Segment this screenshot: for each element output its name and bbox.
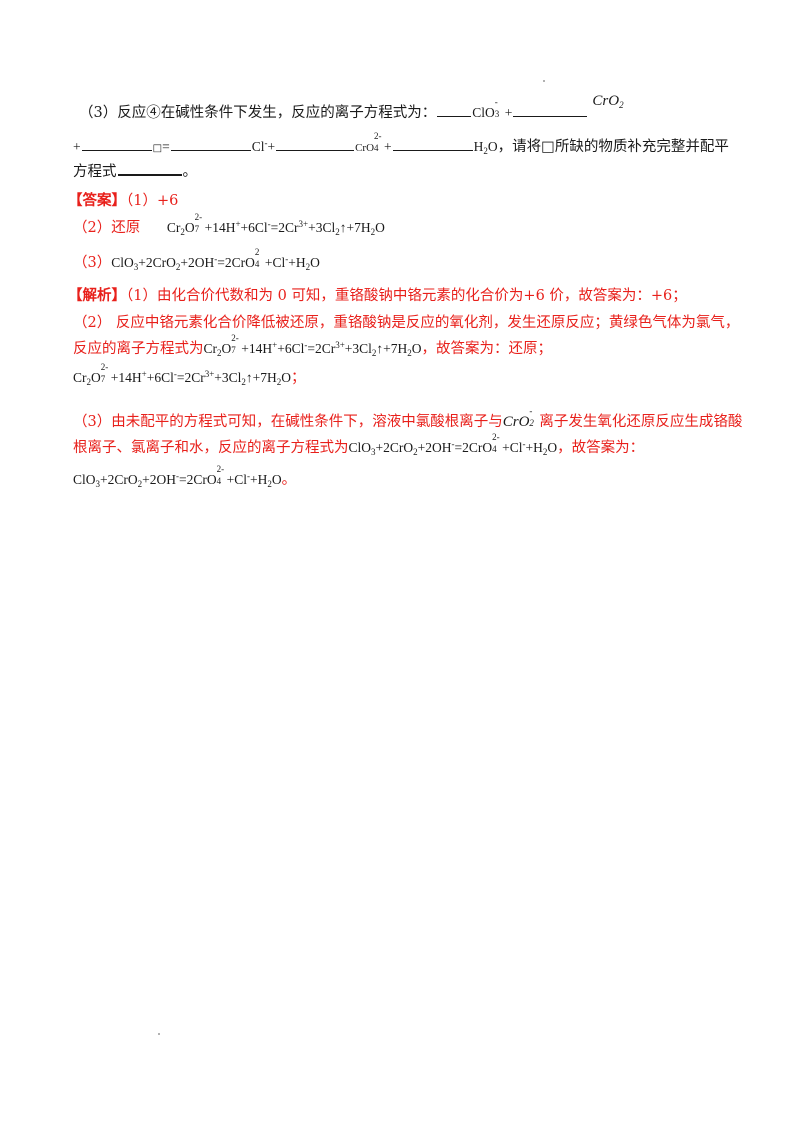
analysis-label: 【解析】 bbox=[68, 287, 126, 304]
cro2-formula: CrO-2 bbox=[502, 406, 534, 431]
blank-4[interactable] bbox=[170, 137, 251, 151]
answer-line-1: 【答案】（1）+6 bbox=[68, 192, 179, 209]
blank-3[interactable] bbox=[81, 137, 152, 151]
question-3-line-1: （3）反应④在碱性条件下发生，反应的离子方程式为：ClO-3+CrO2 bbox=[79, 93, 624, 121]
blank-5[interactable] bbox=[276, 137, 355, 151]
analysis-line-2: （2） 反应中铬元素化合价降低被还原，重铬酸钠是反应的氧化剂，发生还原反应；黄绿… bbox=[73, 315, 740, 331]
analysis-line-1: 【解析】（1）由化合价代数和为 0 可知，重铬酸钠中铬元素的化合价为+6 价，故… bbox=[68, 287, 687, 304]
speck-top bbox=[543, 80, 545, 82]
blank-6[interactable] bbox=[392, 137, 473, 151]
speck-bottom bbox=[158, 1033, 160, 1035]
answer-label: 【答案】 bbox=[68, 192, 126, 209]
blank-2[interactable] bbox=[513, 103, 588, 117]
blank-1[interactable] bbox=[437, 103, 472, 117]
blank-7[interactable] bbox=[117, 161, 182, 176]
question-3-line-3: 方程式。 bbox=[73, 160, 197, 181]
